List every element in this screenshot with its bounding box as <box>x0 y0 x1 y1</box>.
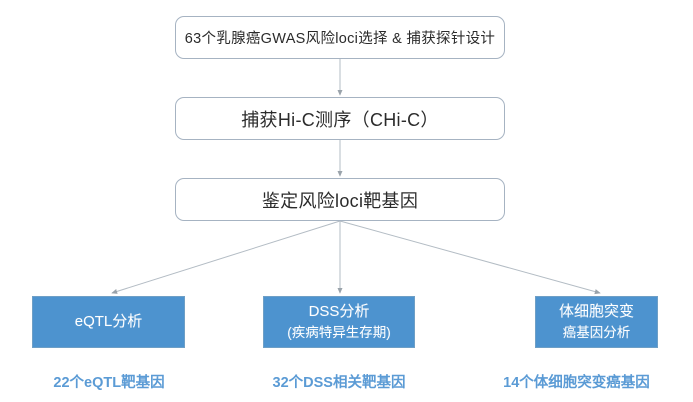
result-label-eqtl: 22个eQTL靶基因 <box>53 375 165 391</box>
analysis-box-somatic-line1: 体细胞突变 <box>558 303 634 321</box>
process-box-chic[interactable]: 捕获Hi-C测序（CHi-C） <box>175 97 505 140</box>
analysis-box-somatic-line2: 癌基因分析 <box>562 325 631 341</box>
process-box-target-genes[interactable]: 鉴定风险loci靶基因 <box>175 178 505 221</box>
process-box-capture-design[interactable]: 63个乳腺癌GWAS风险loci选择 & 捕获探针设计 <box>175 16 505 59</box>
process-box-target-genes-label: 鉴定风险loci靶基因 <box>261 190 419 211</box>
analysis-box-dss-line2: (疾病特异生存期) <box>287 325 391 341</box>
connector-step3-to-somatic <box>339 220 601 295</box>
result-label-dss: 32个DSS相关靶基因 <box>272 375 406 391</box>
process-box-capture-design-label: 63个乳腺癌GWAS风险loci选择 & 捕获探针设计 <box>184 31 496 47</box>
analysis-box-eqtl-line1: eQTL分析 <box>74 313 143 331</box>
analysis-box-dss-line1: DSS分析 <box>308 303 370 321</box>
connector-step3-to-eqtl <box>111 220 341 294</box>
analysis-box-somatic[interactable]: 体细胞突变 癌基因分析 <box>535 296 658 348</box>
result-label-somatic: 14个体细胞突变癌基因 <box>503 375 650 391</box>
analysis-box-dss[interactable]: DSS分析 (疾病特异生存期) <box>263 296 415 348</box>
analysis-box-eqtl[interactable]: eQTL分析 <box>32 296 185 348</box>
process-box-chic-label: 捕获Hi-C测序（CHi-C） <box>241 109 439 130</box>
